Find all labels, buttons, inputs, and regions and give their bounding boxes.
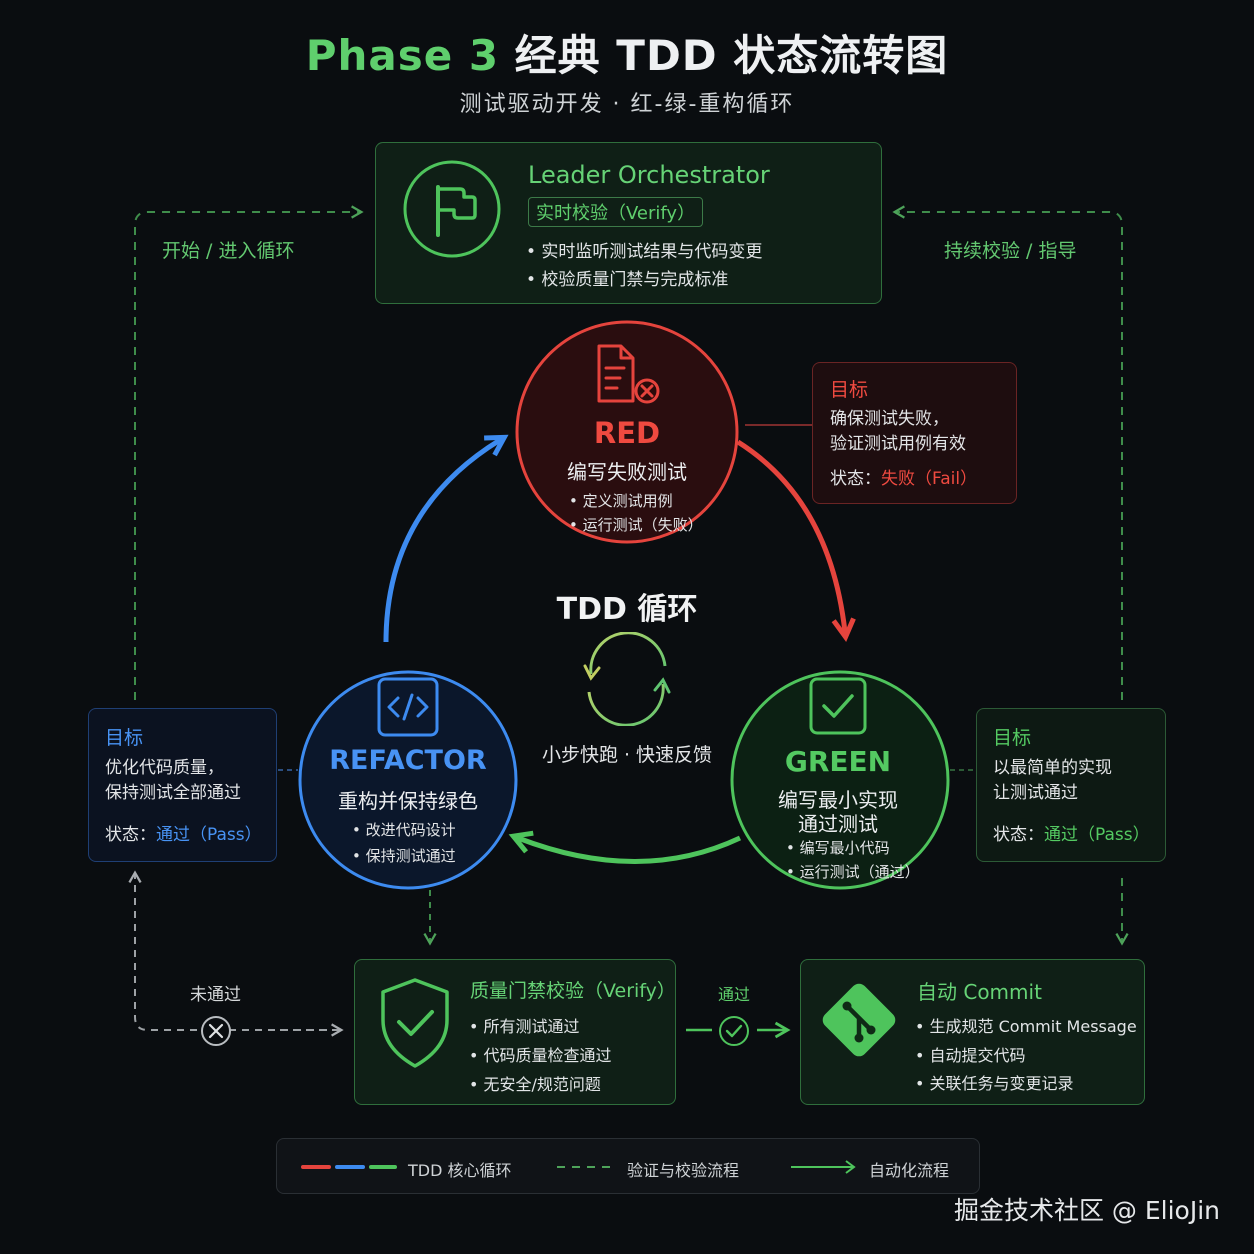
green-subtitle-2: 通过测试	[798, 812, 878, 836]
green-bullet-2: • 运行测试（通过）	[786, 863, 920, 881]
commit-bullet-1: • 生成规范 Commit Message	[915, 1017, 1137, 1036]
green-note-line-2: 让测试通过	[993, 783, 1078, 803]
code-icon	[377, 677, 439, 737]
green-bullet-1: • 编写最小代码	[786, 839, 890, 857]
commit-bullet-2: • 自动提交代码	[915, 1046, 1026, 1065]
gate-bullet-1: • 所有测试通过	[469, 1017, 580, 1036]
pass-check-icon	[719, 1016, 749, 1046]
cycle-arrows-icon	[583, 632, 671, 726]
green-note-head: 目标	[993, 727, 1032, 749]
red-note-head: 目标	[830, 379, 869, 401]
red-title: RED	[593, 416, 661, 450]
page-title: Phase 3 经典 TDD 状态流转图	[0, 22, 1254, 83]
refactor-note-line-2: 保持测试全部通过	[105, 783, 241, 803]
refactor-note-line-1: 优化代码质量，	[105, 758, 224, 778]
legend-panel: TDD 核心循环 验证与校验流程 自动化流程	[276, 1138, 980, 1194]
gate-bullet-2: • 代码质量检查通过	[469, 1046, 612, 1065]
left-loop-label: 开始 / 进入循环	[162, 240, 295, 262]
legend-auto-label: 自动化流程	[869, 1161, 950, 1180]
legend-verify-swatch	[557, 1166, 613, 1168]
commit-title: 自动 Commit	[917, 980, 1042, 1004]
refactor-status-label: 状态：	[105, 825, 156, 845]
red-node-circle	[515, 320, 739, 544]
red-status-label: 状态：	[830, 469, 881, 489]
refactor-node-circle	[298, 670, 518, 890]
left-dashed-connector	[134, 205, 364, 700]
legend-verify-label: 验证与校验流程	[627, 1161, 740, 1180]
red-to-green-arc	[736, 439, 856, 642]
auto-commit-panel: 自动 Commit • 生成规范 Commit Message • 自动提交代码…	[800, 959, 1145, 1105]
git-icon	[822, 983, 896, 1057]
leader-title: Leader Orchestrator	[528, 161, 770, 189]
refactor-bullet-1: • 改进代码设计	[352, 821, 456, 839]
refactor-bullet-2: • 保持测试通过	[352, 847, 456, 865]
green-subtitle-1: 编写最小实现	[778, 788, 898, 812]
refactor-status-value: 通过（Pass）	[156, 825, 262, 845]
shield-check-icon	[381, 978, 449, 1068]
refactor-title: REFACTOR	[329, 745, 487, 776]
right-loop-label: 持续校验 / 指导	[944, 240, 1077, 262]
green-node-circle	[730, 670, 950, 890]
flag-icon	[403, 160, 501, 258]
title-main: 经典 TDD 状态流转图	[514, 31, 949, 80]
red-bullet-2: • 运行测试（失败）	[569, 516, 703, 534]
quality-gate-panel: 质量门禁校验（Verify） • 所有测试通过 • 代码质量检查通过 • 无安全…	[354, 959, 676, 1105]
refactor-note-head: 目标	[105, 727, 144, 749]
center-subtitle: 小步快跑 · 快速反馈	[541, 744, 713, 766]
refactor-note-panel: 目标 优化代码质量， 保持测试全部通过 状态：通过（Pass）	[88, 708, 277, 862]
red-note-status: 状态：失败（Fail）	[830, 467, 977, 492]
red-note-line-2: 验证测试用例有效	[830, 434, 966, 454]
title-phase: Phase 3	[305, 31, 500, 80]
checkbox-icon	[809, 677, 867, 735]
fail-label: 未通过	[190, 985, 241, 1005]
green-to-refactor-arc	[508, 830, 742, 864]
footer-watermark: 掘金技术社区 @ ElioJin	[953, 1196, 1220, 1225]
commit-bullet-3: • 关联任务与变更记录	[915, 1074, 1074, 1093]
legend-core-label: TDD 核心循环	[408, 1161, 512, 1180]
leader-panel: Leader Orchestrator 实时校验（Verify） • 实时监听测…	[375, 142, 882, 304]
green-title: GREEN	[784, 745, 892, 778]
refactor-note-status: 状态：通过（Pass）	[105, 823, 262, 848]
green-note-panel: 目标 以最简单的实现 让测试通过 状态：通过（Pass）	[976, 708, 1166, 862]
center-title: TDD 循环	[556, 592, 698, 627]
gate-bullet-3: • 无安全/规范问题	[469, 1075, 601, 1094]
page-subtitle: 测试驱动开发 · 红-绿-重构循环	[459, 92, 795, 117]
green-status-label: 状态：	[993, 825, 1044, 845]
refactor-to-red-arc	[383, 434, 509, 643]
green-note-line-1: 以最简单的实现	[993, 758, 1112, 778]
failed-document-icon	[597, 344, 660, 404]
leader-bullet-2: • 校验质量门禁与完成标准	[526, 270, 729, 290]
fail-loop-connector	[128, 870, 340, 1031]
leader-verify-badge: 实时校验（Verify）	[528, 197, 704, 227]
leader-bullet-1: • 实时监听测试结果与代码变更	[526, 242, 763, 262]
red-note-line-1: 确保测试失败，	[830, 409, 949, 429]
red-bullet-1: • 定义测试用例	[569, 492, 673, 510]
red-subtitle: 编写失败测试	[567, 460, 687, 484]
pass-label: 通过	[718, 985, 751, 1004]
red-note-panel: 目标 确保测试失败， 验证测试用例有效 状态：失败（Fail）	[812, 362, 1017, 504]
refactor-subtitle: 重构并保持绿色	[338, 789, 478, 813]
legend-core-swatch	[301, 1165, 397, 1169]
right-dashed-connector	[892, 205, 1123, 700]
green-note-status: 状态：通过（Pass）	[993, 823, 1150, 848]
gate-title: 质量门禁校验（Verify）	[470, 980, 676, 1002]
legend-auto-swatch	[791, 1160, 856, 1174]
green-status-value: 通过（Pass）	[1044, 825, 1150, 845]
red-status-value: 失败（Fail）	[881, 469, 978, 489]
fail-x-icon	[201, 1016, 231, 1046]
